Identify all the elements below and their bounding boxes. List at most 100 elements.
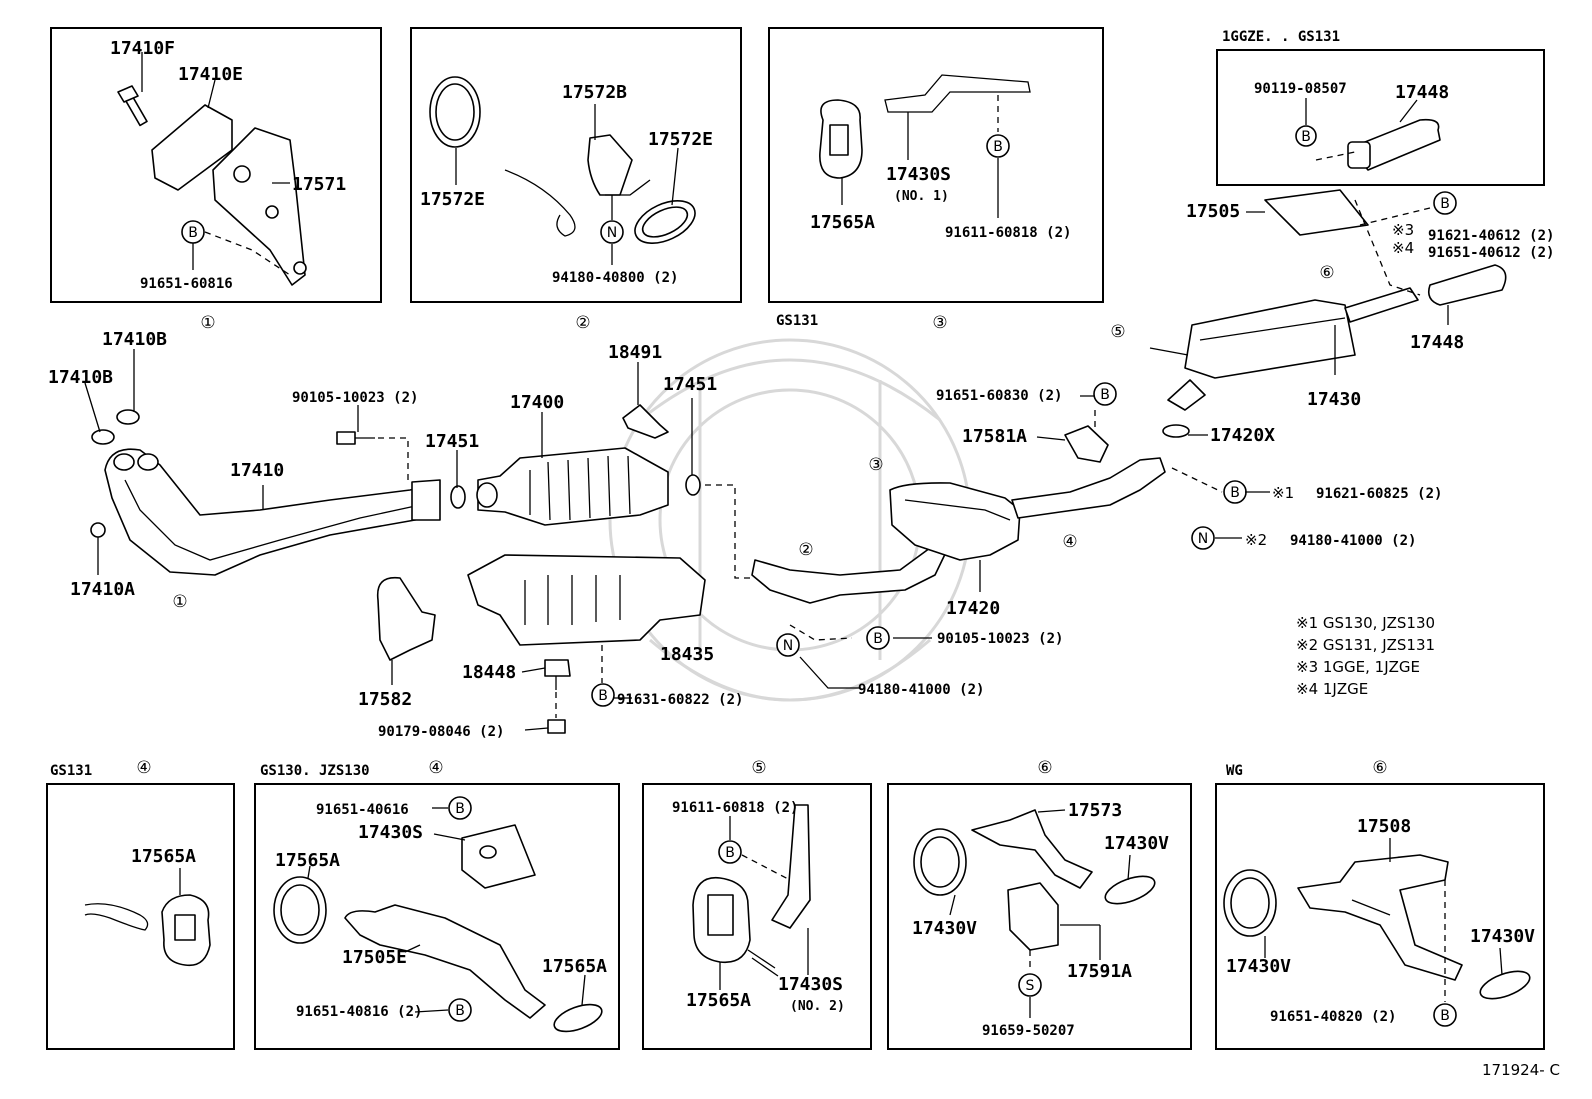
label-17505: 17505 xyxy=(1186,201,1240,222)
mark-1: ※1 xyxy=(1272,484,1294,502)
panel-6b: WG ⑥ B 17508 17430V 17430V 91651-40820 (… xyxy=(1215,758,1545,1050)
label-17508: 17508 xyxy=(1357,816,1411,837)
panel-5: ⑤ B 91611-60818 (2) 17565A 17430S (NO. 2… xyxy=(642,758,872,1050)
label-91651-60816: 91651-60816 xyxy=(140,276,233,292)
label-91651-40820: 91651-40820 (2) xyxy=(1270,1009,1396,1025)
bolt-b-bottom: B xyxy=(455,1003,465,1019)
note-gs131-p3: GS131 xyxy=(776,313,818,329)
ref-2-main: ② xyxy=(798,540,813,560)
label-17581A: 17581A xyxy=(962,426,1027,447)
label-17448-top: 17448 xyxy=(1395,82,1449,103)
label-17451-right: 17451 xyxy=(663,374,717,395)
bolt-marker-main-n1: N xyxy=(1191,526,1215,550)
label-17448-main: 17448 xyxy=(1410,332,1464,353)
label-17430V-left: 17430V xyxy=(912,918,977,939)
label-17410B-top: 17410B xyxy=(102,329,167,350)
label-17571: 17571 xyxy=(292,174,346,195)
label-90105-10023-top: 90105-10023 (2) xyxy=(292,390,418,406)
svg-text:B: B xyxy=(873,631,883,647)
label-91651-40816: 91651-40816 (2) xyxy=(296,1004,422,1020)
bolt-s-letter: S xyxy=(1026,978,1035,994)
label-17430S: 17430S xyxy=(778,974,843,995)
label-17572E-right: 17572E xyxy=(648,129,713,150)
ref-6-main: ⑥ xyxy=(1319,263,1334,283)
label-17565A: 17565A xyxy=(686,990,751,1011)
svg-text:B: B xyxy=(1100,387,1110,403)
label-17400: 17400 xyxy=(510,392,564,413)
bolt-marker-main-b5: B xyxy=(1433,191,1457,215)
bolt-marker-main-b4: B xyxy=(591,683,615,707)
bolt-n-letter: N xyxy=(607,225,617,241)
label-18435: 18435 xyxy=(660,644,714,665)
label-17505E: 17505E xyxy=(342,947,407,968)
label-91651-60830: 91651-60830 (2) xyxy=(936,388,1062,404)
bolt-marker-main-b2: B xyxy=(1223,480,1247,504)
label-17565A: 17565A xyxy=(810,212,875,233)
model-notes: ※1 GS130, JZS130 ※2 GS131, JZS131 ※3 1GG… xyxy=(1296,614,1435,698)
label-17451-left: 17451 xyxy=(425,431,479,452)
label-94180-40800: 94180-40800 (2) xyxy=(552,270,678,286)
bolt-b-letter: B xyxy=(1440,1008,1450,1024)
label-91631-60822: 91631-60822 (2) xyxy=(617,692,743,708)
label-91651-40612: 91651-40612 (2) xyxy=(1428,245,1554,261)
ref-6a: ⑥ xyxy=(1037,758,1052,778)
bolt-marker-main-b3: B xyxy=(866,626,890,650)
ref-1: ① xyxy=(200,313,215,333)
label-17565A: 17565A xyxy=(131,846,196,867)
panel-1ggze-header: 1GGZE. . GS131 xyxy=(1222,29,1340,45)
panel-6a: ⑥ S 17573 17430V 17430V 17591A 91659-502… xyxy=(887,758,1192,1050)
ref-4b: ④ xyxy=(428,758,443,778)
svg-text:B: B xyxy=(1230,485,1240,501)
panel-1ggze: 1GGZE. . GS131 B 90119-08507 17448 xyxy=(1216,29,1545,186)
label-17410: 17410 xyxy=(230,460,284,481)
figure-code: 171924- C xyxy=(1482,1061,1560,1079)
mark-2: ※2 xyxy=(1245,531,1267,549)
label-17572B: 17572B xyxy=(562,82,627,103)
panel-4a: GS131 ④ 17565A xyxy=(46,758,235,1050)
bolt-b-top: B xyxy=(455,801,465,817)
label-17420X: 17420X xyxy=(1210,425,1275,446)
svg-text:N: N xyxy=(1198,531,1208,547)
label-90119-08507: 90119-08507 xyxy=(1254,81,1347,97)
label-17410B-left: 17410B xyxy=(48,367,113,388)
label-17410F: 17410F xyxy=(110,38,175,59)
note-2: ※2 GS131, JZS131 xyxy=(1296,636,1435,654)
label-no1: (NO. 1) xyxy=(894,189,949,204)
bolt-b-letter: B xyxy=(1301,129,1311,145)
ref-4-main: ④ xyxy=(1062,532,1077,552)
label-17430S: 17430S xyxy=(886,164,951,185)
label-91659-50207: 91659-50207 xyxy=(982,1023,1075,1039)
label-18448: 18448 xyxy=(462,662,516,683)
label-17565A-right: 17565A xyxy=(542,956,607,977)
note-4: ※4 1JZGE xyxy=(1296,680,1368,698)
label-94180-41000-right: 94180-41000 (2) xyxy=(1290,533,1416,549)
label-17582: 17582 xyxy=(358,689,412,710)
label-17565A-left: 17565A xyxy=(275,850,340,871)
main-assembly: B N B B B N B 17410 xyxy=(48,189,1554,740)
ref-6b: ⑥ xyxy=(1372,758,1387,778)
bolt-b-letter: B xyxy=(725,845,735,861)
label-94180-41000-center: 94180-41000 (2) xyxy=(858,682,984,698)
ref-3-main: ③ xyxy=(868,455,883,475)
label-17430S: 17430S xyxy=(358,822,423,843)
label-17573: 17573 xyxy=(1068,800,1122,821)
label-17572E-left: 17572E xyxy=(420,189,485,210)
ref-2: ② xyxy=(575,313,590,333)
svg-text:B: B xyxy=(1440,196,1450,212)
label-17430V-right: 17430V xyxy=(1470,926,1535,947)
ref-5: ⑤ xyxy=(751,758,766,778)
bolt-b-letter: B xyxy=(188,225,198,241)
label-91651-40616: 91651-40616 xyxy=(316,802,409,818)
label-90179-08046: 90179-08046 (2) xyxy=(378,724,504,740)
label-91621-60825: 91621-60825 (2) xyxy=(1316,486,1442,502)
label-91611-60818: 91611-60818 (2) xyxy=(672,800,798,816)
ref-1-main: ① xyxy=(172,592,187,612)
panel-2: N 17572B 17572E 17572E 94180-40800 (2) xyxy=(410,27,742,303)
mark-3: ※3 xyxy=(1392,221,1414,239)
label-18491: 18491 xyxy=(608,342,662,363)
mark-4: ※4 xyxy=(1392,239,1414,257)
label-17430: 17430 xyxy=(1307,389,1361,410)
ref-4a: ④ xyxy=(136,758,151,778)
bolt-marker-main-n2: N xyxy=(776,633,800,657)
